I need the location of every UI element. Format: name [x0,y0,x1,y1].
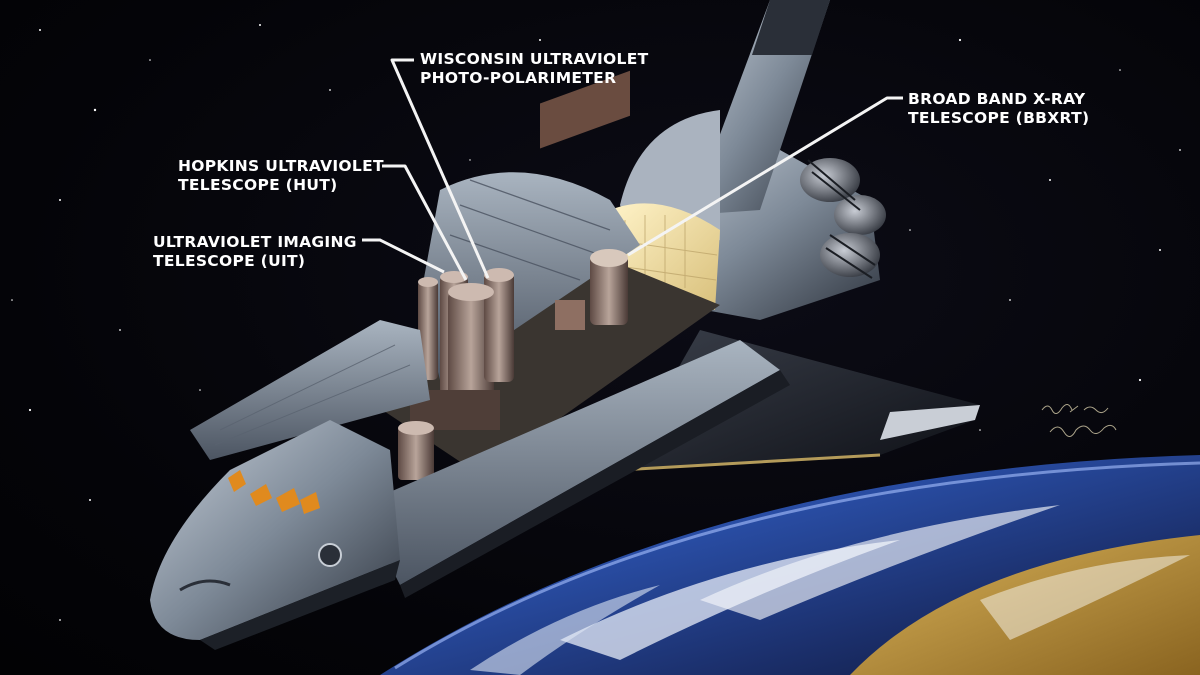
label-hut-line-2: TELESCOPE (HUT) [178,176,338,194]
label-ultraviolet-imaging-telescope: ULTRAVIOLET IMAGING TELESCOPE (UIT) [153,233,357,271]
label-hut-line-1: HOPKINS ULTRAVIOLET [178,157,384,175]
leader-line-hut [382,164,468,281]
label-uit-line-1: ULTRAVIOLET IMAGING [153,233,357,251]
label-wuppe-line-2: PHOTO-POLARIMETER [420,69,617,87]
leader-line-uit [362,238,445,274]
artist-signature [1041,404,1117,437]
label-hopkins-ultraviolet-telescope: HOPKINS ULTRAVIOLET TELESCOPE (HUT) [178,157,384,195]
leader-lines [362,58,903,281]
label-wuppe-line-1: WISCONSIN ULTRAVIOLET [420,50,649,68]
label-bbxrt-line-1: BROAD BAND X-RAY [908,90,1086,108]
leader-line-bbxrt [627,96,903,257]
label-broad-band-x-ray-telescope: BROAD BAND X-RAY TELESCOPE (BBXRT) [908,90,1089,128]
label-uit-line-2: TELESCOPE (UIT) [153,252,306,270]
label-bbxrt-line-2: TELESCOPE (BBXRT) [908,109,1090,127]
leader-line-wuppe [390,58,490,279]
bbxrt-payload [540,70,630,330]
space-shuttle [150,0,980,650]
label-wisconsin-ultraviolet-photo-polarimeter: WISCONSIN ULTRAVIOLET PHOTO-POLARIMETER [420,50,648,88]
cockpit-windows [228,470,320,514]
earth [380,455,1200,675]
